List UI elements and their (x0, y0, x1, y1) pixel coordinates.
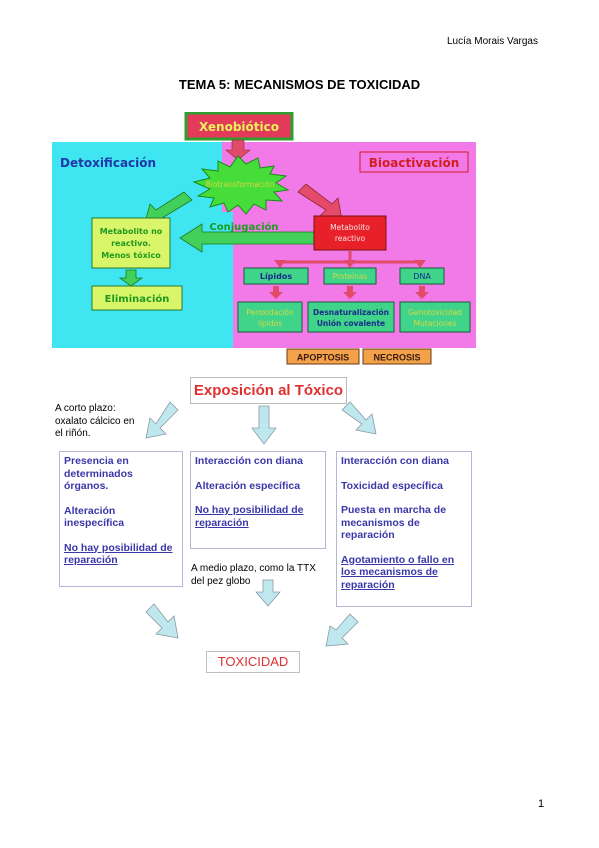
page-number: 1 (538, 798, 545, 810)
metabolito-reactivo-line2: reactivo (335, 234, 366, 243)
genotoxicidad-box (399, 301, 471, 333)
arrow-down-icon (225, 139, 251, 161)
conjugacion-label: Conjugación (209, 221, 278, 233)
desnaturalizacion-line2: Unión covalente (317, 319, 385, 328)
arrow-down-right-icon (145, 603, 179, 639)
lipidos-box (243, 267, 309, 285)
eliminacion-label: Eliminación (105, 293, 170, 305)
arrow-down-icon (344, 260, 356, 268)
author-name: Lucía Morais Vargas (447, 36, 538, 47)
dna-box (399, 267, 445, 285)
necrosis-box (362, 348, 432, 365)
box-right-item: Agotamiento o fallo en los mecanismos de… (341, 553, 455, 591)
cell-death-labels: APOPTOSIS NECROSIS (286, 348, 432, 365)
metabolito-no-reactivo-line3: Menos tóxico (101, 250, 161, 260)
dna-label: DNA (413, 272, 431, 281)
note-line: A medio plazo, como la TTX (191, 563, 316, 574)
arrow-down-icon (118, 269, 144, 287)
metabolito-no-reactivo-line2: reactivo. (111, 239, 151, 248)
apoptosis-box (286, 348, 360, 365)
arrow-down-icon (269, 286, 283, 299)
desnaturalizacion-box (307, 301, 395, 333)
eliminacion-box (91, 285, 183, 311)
bioactivacion-label: Bioactivación (369, 156, 460, 170)
arrow-down-icon (415, 286, 429, 299)
box-left-item: No hay posibilidad de reparación (64, 541, 173, 567)
detoxificacion-label: Detoxificación (60, 156, 156, 170)
peroxidacion-line2: lípidos (258, 319, 282, 328)
metabolito-reactivo-line1: Metabolito (330, 223, 370, 232)
note-line: el riñón. (55, 428, 91, 439)
arrow-down-icon (251, 405, 277, 445)
box-left: Presencia en determinados órganos. Alter… (59, 451, 183, 587)
arrow-down-icon (255, 579, 281, 607)
note-line: A corto plazo: (55, 403, 116, 414)
peroxidacion-line1: Peroxidación (246, 308, 294, 317)
xenobiotico-box (184, 112, 294, 141)
arrow-down-left-icon (325, 613, 359, 647)
box-middle: Interacción con diana Alteración específ… (190, 451, 326, 549)
biotransformation-diagram: Xenobiótico Detoxificación Bioactivación… (52, 112, 476, 348)
conjugacion-arrow-icon (179, 223, 315, 253)
proteinas-label: Proteínas (333, 272, 368, 281)
necrosis-label: NECROSIS (373, 353, 420, 363)
box-right-item: Interacción con diana (341, 455, 449, 467)
desnaturalizacion-line1: Desnaturalización (313, 308, 389, 317)
box-right-item: Puesta en marcha de mecanismos de repara… (341, 504, 447, 541)
toxicidad-box: TOXICIDAD (206, 651, 300, 673)
proteinas-box (323, 267, 377, 285)
note-line: del pez globo (191, 575, 251, 587)
box-middle-item: Alteración específica (195, 479, 301, 492)
genotoxicidad-line1: Genotoxicidad (408, 308, 462, 317)
box-right-item: Toxicidad específica (341, 479, 443, 492)
peroxidacion-box (237, 301, 303, 333)
arrow-down-left-icon (145, 401, 179, 439)
arrow-down-icon (414, 260, 426, 268)
biotransformacion-starburst (192, 155, 290, 215)
biotransformacion-label: Biotransformación (206, 180, 275, 189)
metabolito-reactivo-box (313, 215, 387, 251)
lipidos-label: Lípidos (260, 272, 293, 281)
note-short-term: A corto plazo: oxalato cálcico en el riñ… (55, 403, 135, 441)
bioactivacion-label-box (359, 151, 469, 173)
metabolito-no-reactivo-box (91, 217, 171, 269)
arrow-down-right-icon (297, 183, 343, 221)
metabolito-no-reactivo-line1: Metabolito no (100, 227, 163, 236)
exposicion-box: Exposición al Tóxico (190, 377, 347, 404)
box-right: Interacción con diana Toxicidad específi… (336, 451, 472, 607)
apoptosis-label: APOPTOSIS (297, 353, 349, 363)
box-middle-item: Interacción con diana (195, 455, 303, 467)
arrow-down-icon (343, 286, 357, 299)
note-medium-term: A medio plazo, como la TTX del pez globo (191, 563, 316, 588)
note-line: oxalato cálcico en (55, 415, 135, 427)
arrow-down-right-icon (341, 401, 377, 435)
box-left-item: Alteración inespecífica (64, 504, 125, 530)
xenobiotico-label: Xenobiótico (199, 120, 279, 134)
arrow-down-icon (274, 260, 286, 268)
box-middle-item: No hay posibilidad de reparación (195, 504, 304, 529)
page-title: TEMA 5: MECANISMOS DE TOXICIDAD (178, 77, 421, 92)
genotoxicidad-line2: Mutaciones (414, 319, 457, 328)
box-left-item: Presencia en determinados órganos. (64, 455, 133, 492)
